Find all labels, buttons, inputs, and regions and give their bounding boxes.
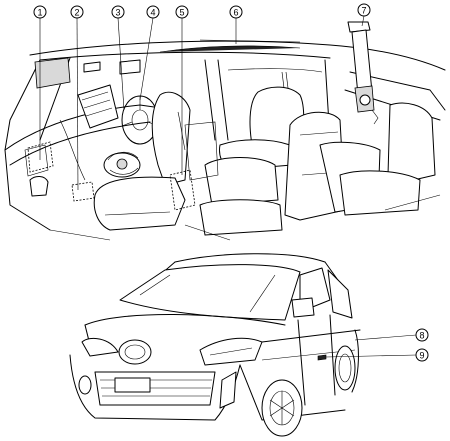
svg-text:8: 8 (419, 331, 424, 341)
callout-4: 4 (139, 5, 160, 101)
callout-7: 7 (357, 3, 371, 27)
svg-text:4: 4 (150, 8, 155, 18)
svg-text:2: 2 (74, 8, 79, 18)
callout-5: 5 (175, 5, 189, 175)
svg-text:3: 3 (115, 8, 120, 18)
seat-belt-pretensioner-inset (347, 21, 379, 125)
front-seat-driver (93, 91, 191, 231)
callout-6: 6 (229, 5, 243, 44)
sun-visor-icon (34, 57, 71, 89)
callout-9: 9 (325, 348, 429, 362)
steering-airbag-module-icon (103, 151, 141, 178)
vehicle-exterior-illustration (69, 253, 361, 437)
second-row-seat-left (199, 157, 283, 236)
callout-2: 2 (70, 5, 84, 191)
rear-wheel (334, 345, 356, 391)
svg-text:7: 7 (361, 6, 366, 16)
third-row-seat (339, 102, 436, 216)
svg-text:1: 1 (37, 8, 42, 18)
vehicle-interior-illustration (4, 39, 446, 241)
svg-text:6: 6 (233, 8, 238, 18)
svg-text:5: 5 (179, 8, 184, 18)
callout-8: 8 (354, 328, 429, 342)
svg-text:9: 9 (419, 351, 424, 361)
callout-3: 3 (111, 5, 125, 111)
callout-1: 1 (33, 5, 47, 160)
front-wheel (261, 379, 303, 437)
